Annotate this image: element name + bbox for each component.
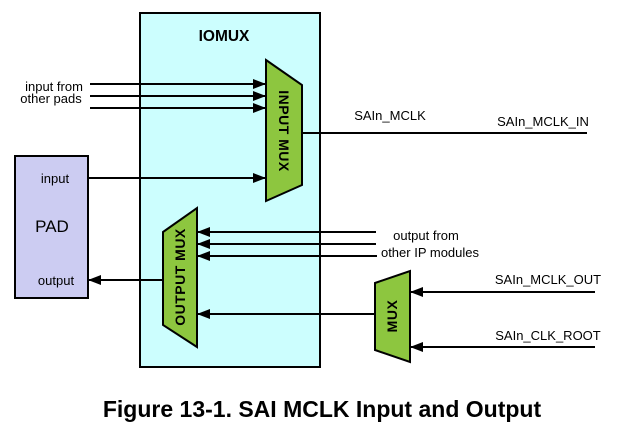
annotation-other-pads: other pads [20, 91, 82, 106]
iomux-title: IOMUX [199, 28, 250, 45]
annotation-other-ip-modules: other IP modules [381, 245, 480, 260]
pad-input-label: input [41, 171, 70, 186]
pad-box [14, 155, 89, 299]
annotation-output-from: output from [393, 228, 459, 243]
figure-caption: Figure 13-1. SAI MCLK Input and Output [103, 396, 542, 422]
pad-output-label: output [38, 273, 75, 288]
input-mux-label: INPUT MUX [276, 90, 292, 172]
pad-title: PAD [35, 217, 69, 236]
input-mux-shape [265, 58, 303, 203]
signal-sain-mclk: SAIn_MCLK [354, 108, 426, 123]
signal-sain-mclk-out: SAIn_MCLK_OUT [495, 272, 601, 287]
annotation-input-from: input from [25, 79, 83, 94]
clock-mux-label: MUX [384, 300, 400, 333]
signal-sain-mclk-in: SAIn_MCLK_IN [497, 114, 589, 129]
clock-mux-shape [374, 269, 411, 364]
output-mux-shape [162, 206, 198, 349]
signal-sain-clk-root: SAIn_CLK_ROOT [495, 328, 601, 343]
output-mux-label: OUTPUT MUX [172, 228, 188, 326]
